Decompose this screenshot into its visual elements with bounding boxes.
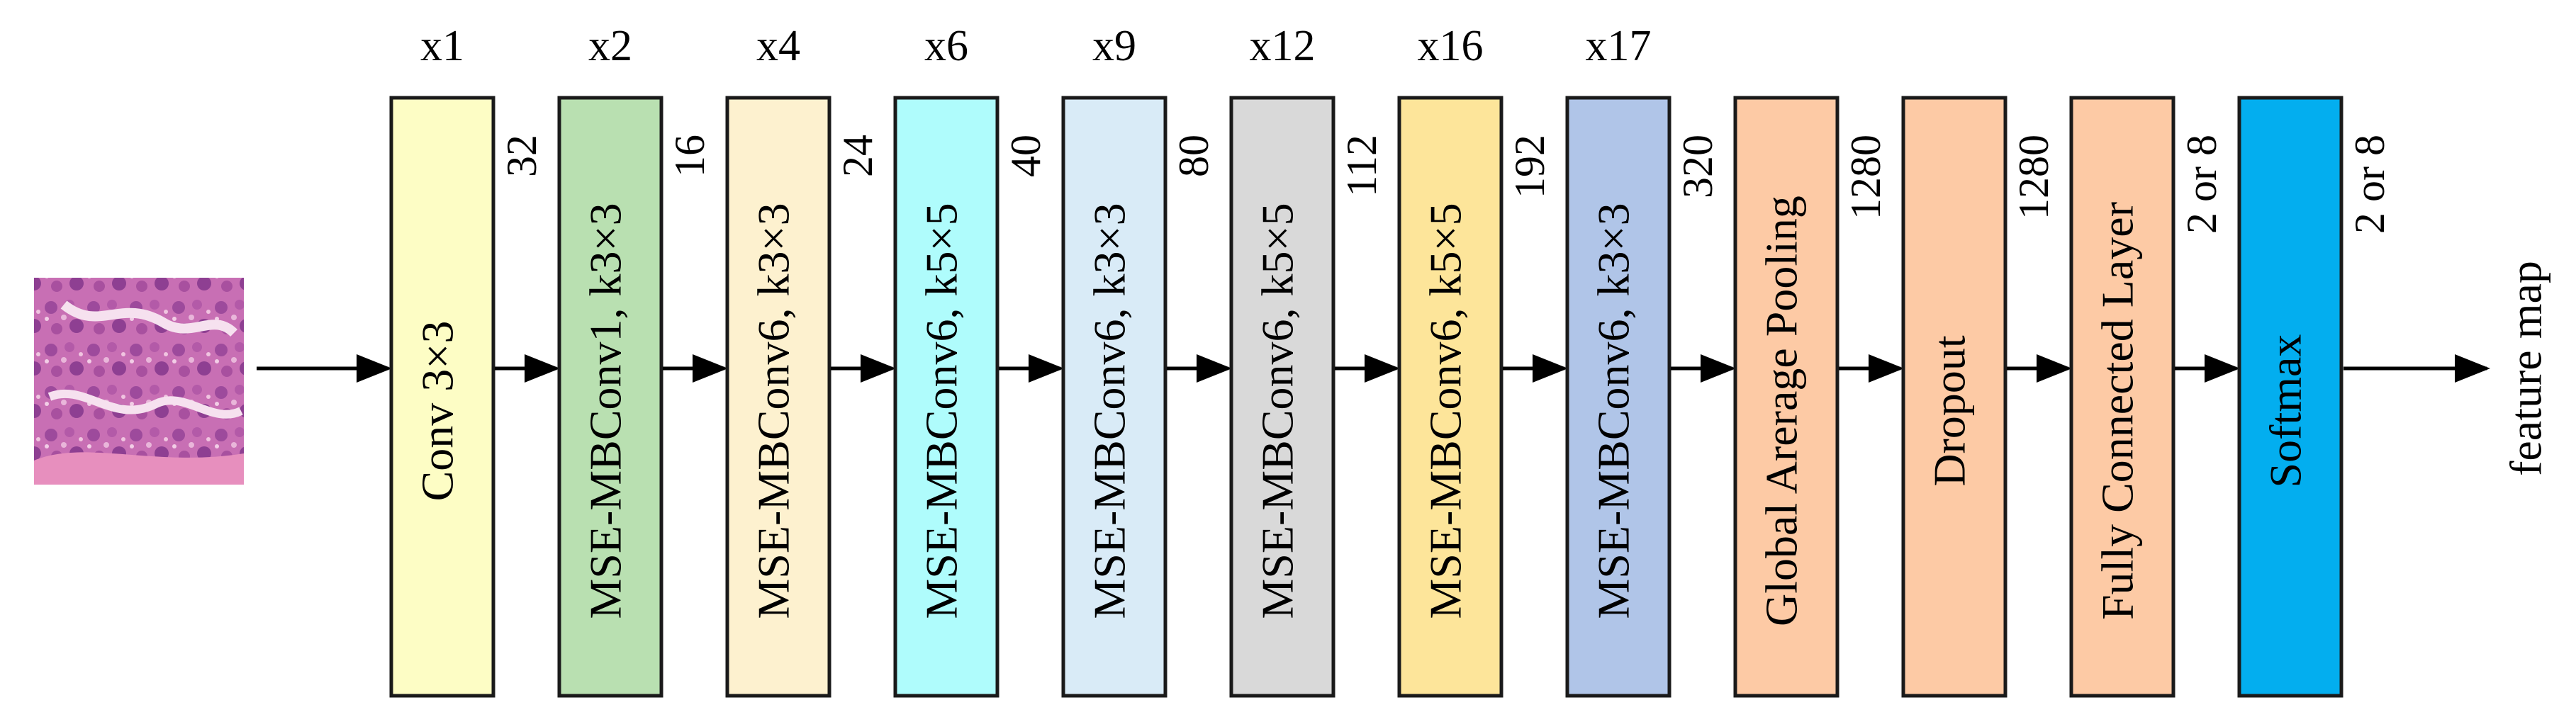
block-mb6 <box>1397 96 1503 698</box>
block-mb3 <box>893 96 999 698</box>
channel-label-dropout: 1280 <box>2010 135 2057 220</box>
repeat-count-mb7: x17 <box>1586 22 1652 70</box>
output-label: feature map <box>2501 261 2551 476</box>
block-label-mb3: MSE-MBConv6, k5×5 <box>917 203 967 619</box>
block-conv <box>389 96 495 698</box>
block-mb1 <box>557 96 663 698</box>
block-label-mb5: MSE-MBConv6, k5×5 <box>1253 203 1303 619</box>
block-mb2 <box>725 96 831 698</box>
block-label-mb2: MSE-MBConv6, k3×3 <box>749 203 799 619</box>
block-label-softmax: Softmax <box>2261 334 2311 488</box>
channel-label-mb7: 320 <box>1674 135 1721 198</box>
channel-label-softmax: 2 or 8 <box>2346 135 2393 234</box>
channel-label-gap: 1280 <box>1842 135 1889 220</box>
channel-label-mb2: 24 <box>834 135 881 177</box>
block-label-mb7: MSE-MBConv6, k3×3 <box>1589 203 1639 619</box>
block-label-dropout: Dropout <box>1925 335 1975 487</box>
channel-label-fc: 2 or 8 <box>2178 135 2225 234</box>
repeat-count-mb2: x4 <box>756 22 800 70</box>
channel-label-mb5: 112 <box>1338 135 1385 197</box>
channel-label-mb1: 16 <box>666 135 713 177</box>
block-mb5 <box>1229 96 1335 698</box>
repeat-count-mb5: x12 <box>1250 22 1316 70</box>
channel-label-mb6: 192 <box>1506 135 1553 198</box>
block-mb7 <box>1565 96 1671 698</box>
block-label-gap: Global Arerage Pooling <box>1757 196 1807 626</box>
block-fc <box>2069 96 2175 698</box>
input-image <box>34 278 244 485</box>
repeat-count-mb4: x9 <box>1092 22 1136 70</box>
block-softmax <box>2237 96 2343 698</box>
block-label-conv: Conv 3×3 <box>413 321 463 502</box>
channel-label-mb4: 80 <box>1170 135 1217 177</box>
block-gap <box>1733 96 1839 698</box>
repeat-count-mb3: x6 <box>924 22 968 70</box>
block-label-mb4: MSE-MBConv6, k3×3 <box>1085 203 1135 619</box>
block-label-mb6: MSE-MBConv6, k5×5 <box>1421 203 1471 619</box>
repeat-count-mb1: x2 <box>588 22 632 70</box>
block-label-fc: Fully Connected Layer <box>2093 202 2143 620</box>
block-mb4 <box>1061 96 1167 698</box>
histology-tissue-icon <box>60 300 237 337</box>
block-dropout <box>1901 96 2007 698</box>
channel-label-conv: 32 <box>498 135 545 177</box>
block-label-mb1: MSE-MBConv1, k3×3 <box>581 203 631 619</box>
channel-label-mb3: 40 <box>1002 135 1049 177</box>
repeat-count-mb6: x16 <box>1418 22 1484 70</box>
repeat-count-conv: x1 <box>420 22 464 70</box>
